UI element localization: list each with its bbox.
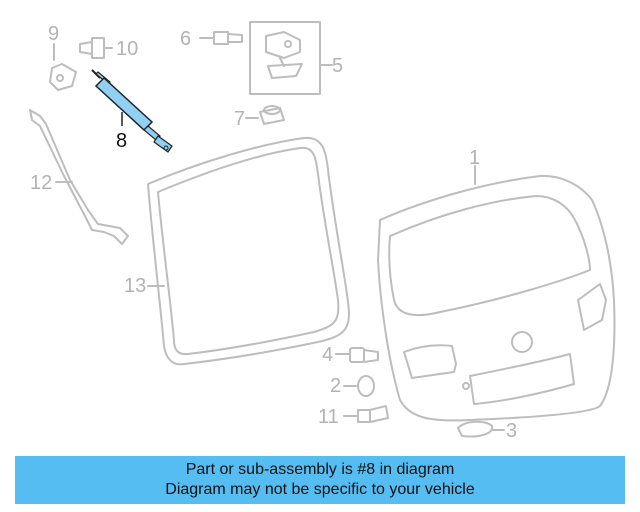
part-11-striker <box>343 405 389 423</box>
callout-9: 9 <box>48 23 59 45</box>
callout-2: 2 <box>330 375 341 397</box>
callout-8: 8 <box>116 130 127 152</box>
info-banner: Part or sub-assembly is #8 in diagram Di… <box>15 456 625 504</box>
callout-12: 12 <box>30 172 52 194</box>
part-1-tailgate <box>377 165 616 422</box>
part-3-plug <box>457 420 505 438</box>
callout-6: 6 <box>180 28 191 50</box>
parts-diagram: 9 10 6 5 7 8 12 13 1 4 2 11 3 <box>29 21 616 442</box>
banner-line-2: Diagram may not be specific to your vehi… <box>165 481 475 498</box>
part-6-bolt <box>199 31 243 45</box>
part-10-bolt <box>79 37 113 59</box>
part-7-clip <box>245 105 285 125</box>
callout-3: 3 <box>506 420 517 442</box>
part-9-bracket <box>49 43 77 91</box>
part-13-glass <box>147 136 350 366</box>
callout-4: 4 <box>322 344 333 366</box>
callout-7: 7 <box>234 108 245 130</box>
banner-line-1: Part or sub-assembly is #8 in diagram <box>185 461 455 478</box>
callout-10: 10 <box>116 38 138 60</box>
part-2-grommet <box>343 375 375 397</box>
part-12-seal <box>29 109 129 245</box>
part-8-lift-support <box>91 69 173 153</box>
callout-13: 13 <box>124 275 146 297</box>
part-5-hinge <box>249 21 333 95</box>
callout-1: 1 <box>469 147 480 169</box>
callout-11: 11 <box>318 406 339 428</box>
callout-5: 5 <box>332 55 343 77</box>
part-4-stop <box>335 347 379 363</box>
